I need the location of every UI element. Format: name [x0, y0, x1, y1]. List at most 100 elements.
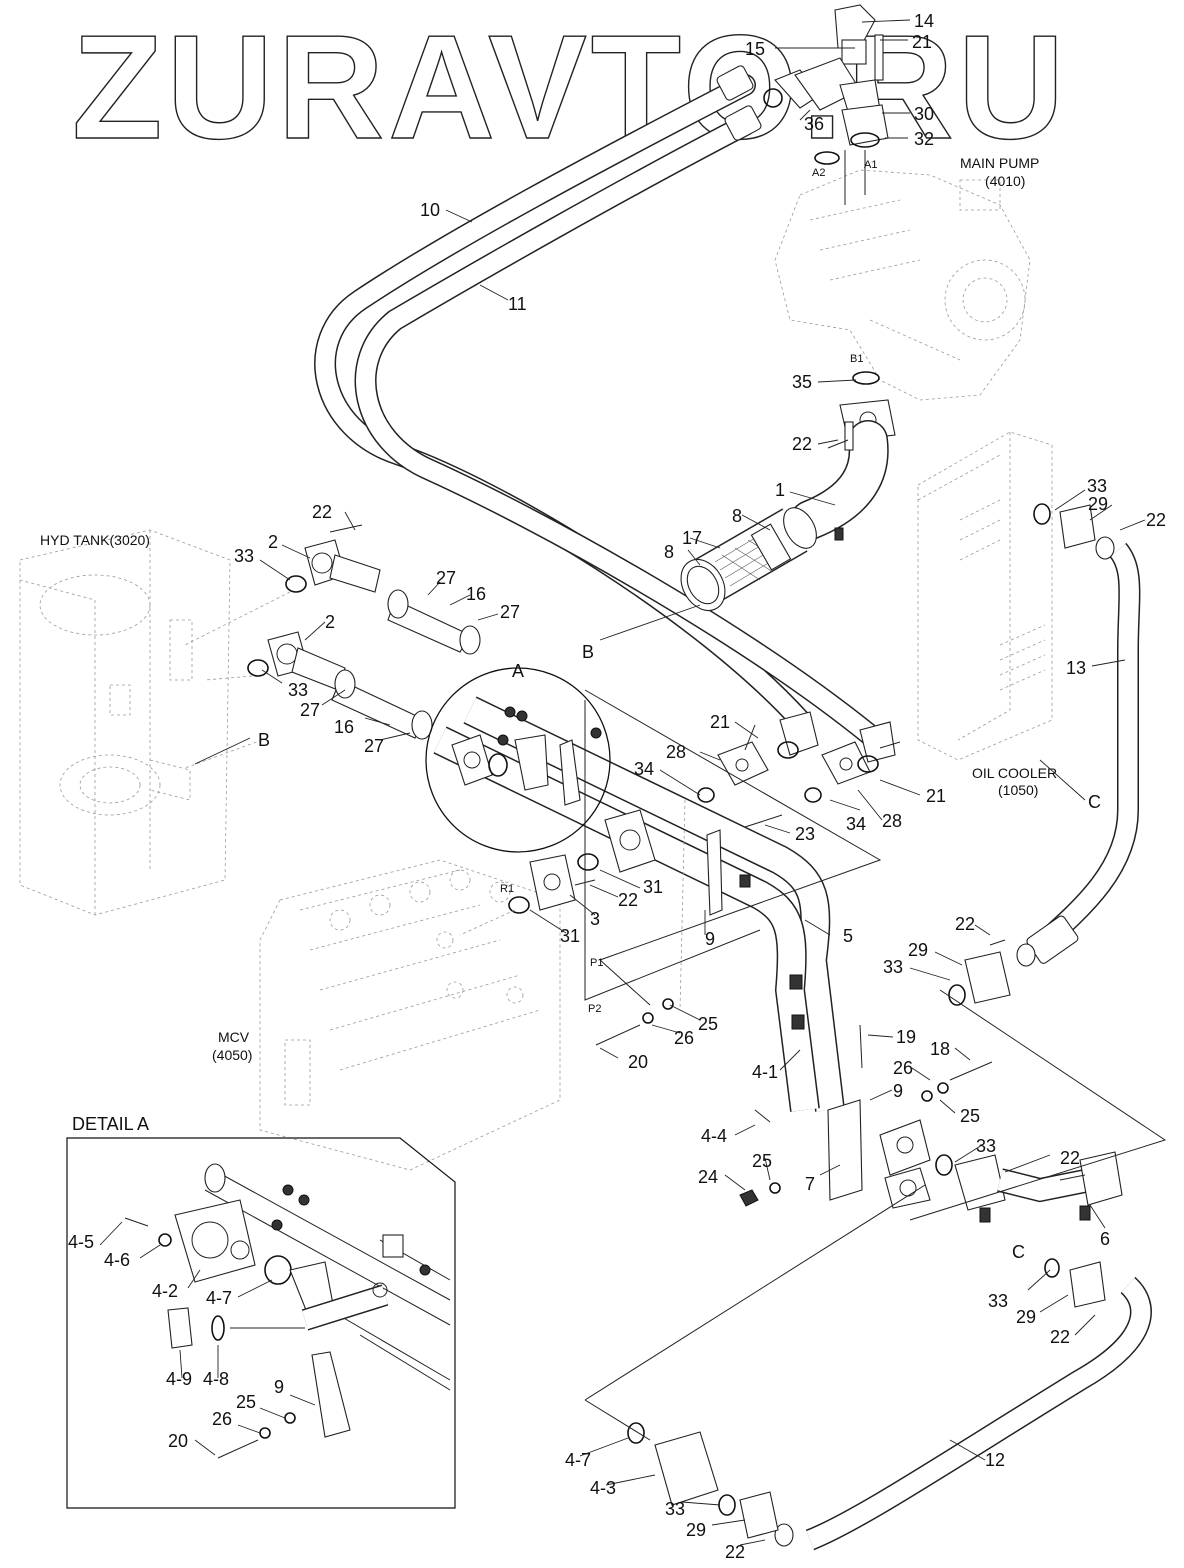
callout: 28	[882, 811, 902, 831]
callout: 20	[168, 1431, 188, 1451]
callout: 4-3	[590, 1478, 616, 1498]
hose-11	[354, 114, 881, 746]
callout: 18	[930, 1039, 950, 1059]
callout: 24	[698, 1167, 718, 1187]
callout: 34	[634, 759, 654, 779]
callout: 27	[300, 700, 320, 720]
callout: 16	[334, 717, 354, 737]
callout: 33	[883, 957, 903, 977]
watermark: ZURAVTO.RU	[72, 5, 1069, 170]
oil-cooler-ghost	[917, 431, 1053, 761]
callout: 1	[775, 480, 785, 500]
callout: 2	[268, 532, 278, 552]
leader-lines	[99, 19, 1167, 1546]
callout: 33	[976, 1136, 996, 1156]
callout: 29	[1016, 1307, 1036, 1327]
callout: 22	[792, 434, 812, 454]
hose-12	[627, 1258, 1152, 1551]
port-p1: P1	[590, 957, 603, 969]
callout: 27	[364, 736, 384, 756]
callout: 27	[500, 602, 520, 622]
callout: 9	[274, 1377, 284, 1397]
callout: 22	[955, 914, 975, 934]
section-b-pump: B	[582, 642, 594, 662]
cooler-hose-13	[1016, 503, 1141, 967]
callout: 12	[985, 1450, 1005, 1470]
port-labels: A1 A2 B1 R1 P1 P2	[500, 159, 877, 1015]
callout: 4-8	[203, 1369, 229, 1389]
callout: 29	[1088, 494, 1108, 514]
section-c-cooler: C	[1088, 792, 1101, 812]
callout: 33	[1087, 476, 1107, 496]
callout: 29	[686, 1520, 706, 1540]
callout: 28	[666, 742, 686, 762]
callout: 33	[665, 1499, 685, 1519]
callout: 21	[926, 786, 946, 806]
callout: 22	[312, 502, 332, 522]
fasteners	[329, 439, 1086, 1207]
callout: 4-4	[701, 1126, 727, 1146]
callout: 31	[560, 926, 580, 946]
callout: 33	[988, 1291, 1008, 1311]
callout: 4-9	[166, 1369, 192, 1389]
callout: 6	[1100, 1229, 1110, 1249]
callout: 19	[896, 1027, 916, 1047]
callout: 35	[792, 372, 812, 392]
callout: 27	[436, 568, 456, 588]
callout: 22	[1060, 1148, 1080, 1168]
hose-fittings-top	[716, 65, 821, 141]
part-callouts: 14 15 21 30 36 32 10 11 35 22 1 8 17 8 B…	[68, 11, 1166, 1562]
callout: 30	[914, 104, 934, 124]
main-pump-label: MAIN PUMP	[960, 155, 1039, 171]
callout: 33	[234, 546, 254, 566]
callout: 5	[843, 926, 853, 946]
tank-suction-pipes	[184, 539, 481, 769]
callout: 29	[908, 940, 928, 960]
callout: 26	[893, 1058, 913, 1078]
callout: 25	[698, 1014, 718, 1034]
callout: 7	[805, 1174, 815, 1194]
pipe-6-assembly	[935, 951, 1123, 1223]
hyd-tank-ghost	[19, 529, 231, 916]
mcv-label: MCV	[218, 1029, 250, 1045]
suction-pipe-assembly	[680, 371, 896, 611]
callout: 22	[1050, 1327, 1070, 1347]
callout: 22	[725, 1542, 745, 1562]
callout: 17	[682, 528, 702, 548]
hyd-tank-label: HYD TANK(3020)	[40, 532, 150, 548]
mcv-code: (4050)	[212, 1047, 252, 1063]
callout: 10	[420, 200, 440, 220]
pump-outlet-fittings	[794, 4, 889, 205]
callout: 25	[752, 1151, 772, 1171]
callout: 11	[508, 294, 527, 314]
callout: 9	[893, 1081, 903, 1101]
callout: 15	[745, 39, 765, 59]
callout: 23	[795, 824, 815, 844]
callout: 33	[288, 680, 308, 700]
oil-cooler-label: OIL COOLER	[972, 765, 1057, 781]
callout: 21	[912, 32, 932, 52]
port-a2: A2	[812, 167, 825, 179]
flange-3	[459, 853, 599, 936]
callout: 32	[914, 129, 934, 149]
callout: 2	[325, 612, 335, 632]
callout: 20	[628, 1052, 648, 1072]
section-a: A	[512, 661, 524, 681]
port-r1: R1	[500, 883, 514, 895]
callout: 34	[846, 814, 866, 834]
callout: 4-5	[68, 1232, 94, 1252]
port-b1: B1	[850, 353, 863, 365]
main-pump-code: (4010)	[985, 173, 1025, 189]
callout: 22	[618, 890, 638, 910]
callout: 21	[710, 712, 730, 732]
callout: 4-2	[152, 1281, 178, 1301]
callout: 31	[643, 877, 663, 897]
component-labels: MAIN PUMP (4010) HYD TANK(3020) OIL COOL…	[40, 155, 1057, 1134]
port-a1: A1	[864, 159, 877, 171]
callout: 9	[705, 929, 715, 949]
detail-a-box	[66, 1137, 456, 1509]
callout: 3	[590, 909, 600, 929]
detail-a-title: DETAIL A	[72, 1114, 149, 1134]
callout: 26	[212, 1409, 232, 1429]
